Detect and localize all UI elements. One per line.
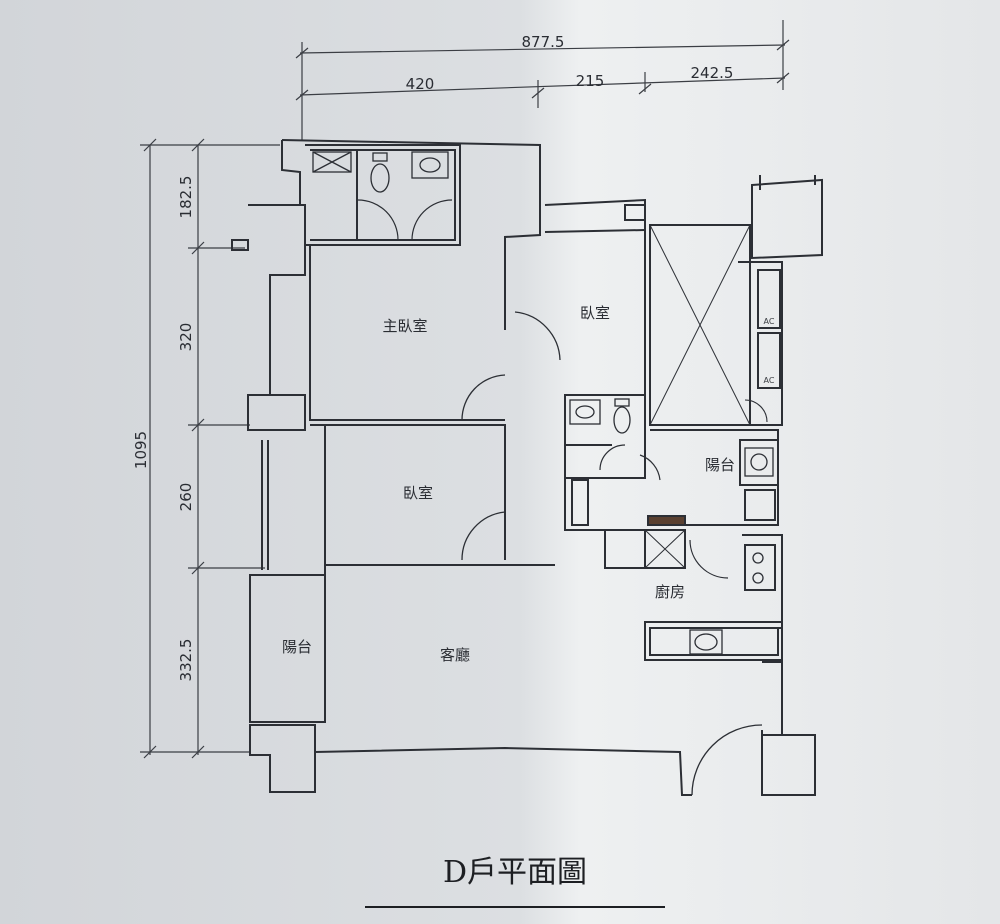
width-segment-420-label: 420 xyxy=(406,75,435,93)
toilet-icon-2 xyxy=(613,406,631,434)
utility-balcony-label: 陽台 xyxy=(705,456,735,474)
depth-segment-182-5-label: 182.5 xyxy=(177,176,195,219)
plan-title: D戶平面圖 xyxy=(443,855,587,890)
ac-unit-label-1: AC xyxy=(764,317,775,326)
kitchen-label: 廚房 xyxy=(655,583,685,601)
vertical-dimensions xyxy=(140,138,280,759)
walls xyxy=(231,139,823,796)
bathroom-fixtures xyxy=(312,151,774,655)
west-bedroom-label: 臥室 xyxy=(403,484,433,502)
stove-burner-icon xyxy=(752,552,764,564)
master-bedroom-label: 主臥室 xyxy=(382,317,427,335)
living-room-label: 客廳 xyxy=(440,646,470,664)
sink-icon xyxy=(411,151,449,179)
toilet-icon xyxy=(370,163,390,193)
width-segment-242-5-label: 242.5 xyxy=(691,64,734,82)
living-balcony-label: 陽台 xyxy=(282,638,312,656)
kitchen-sink-icon xyxy=(689,629,723,655)
depth-segment-320-label: 320 xyxy=(177,323,195,352)
east-bedroom-label: 臥室 xyxy=(580,304,610,322)
depth-segment-260-label: 260 xyxy=(177,483,195,512)
horizontal-dimensions xyxy=(295,20,790,140)
total-width-label: 877.5 xyxy=(522,33,565,51)
total-depth-label: 1095 xyxy=(132,431,150,469)
depth-segment-332-5-label: 332.5 xyxy=(177,639,195,682)
washer-icon xyxy=(744,447,774,477)
shower-icon xyxy=(312,151,352,173)
width-segment-215-label: 215 xyxy=(576,72,605,90)
ac-unit-label-2: AC xyxy=(764,376,775,385)
sink-icon-2 xyxy=(569,399,601,425)
